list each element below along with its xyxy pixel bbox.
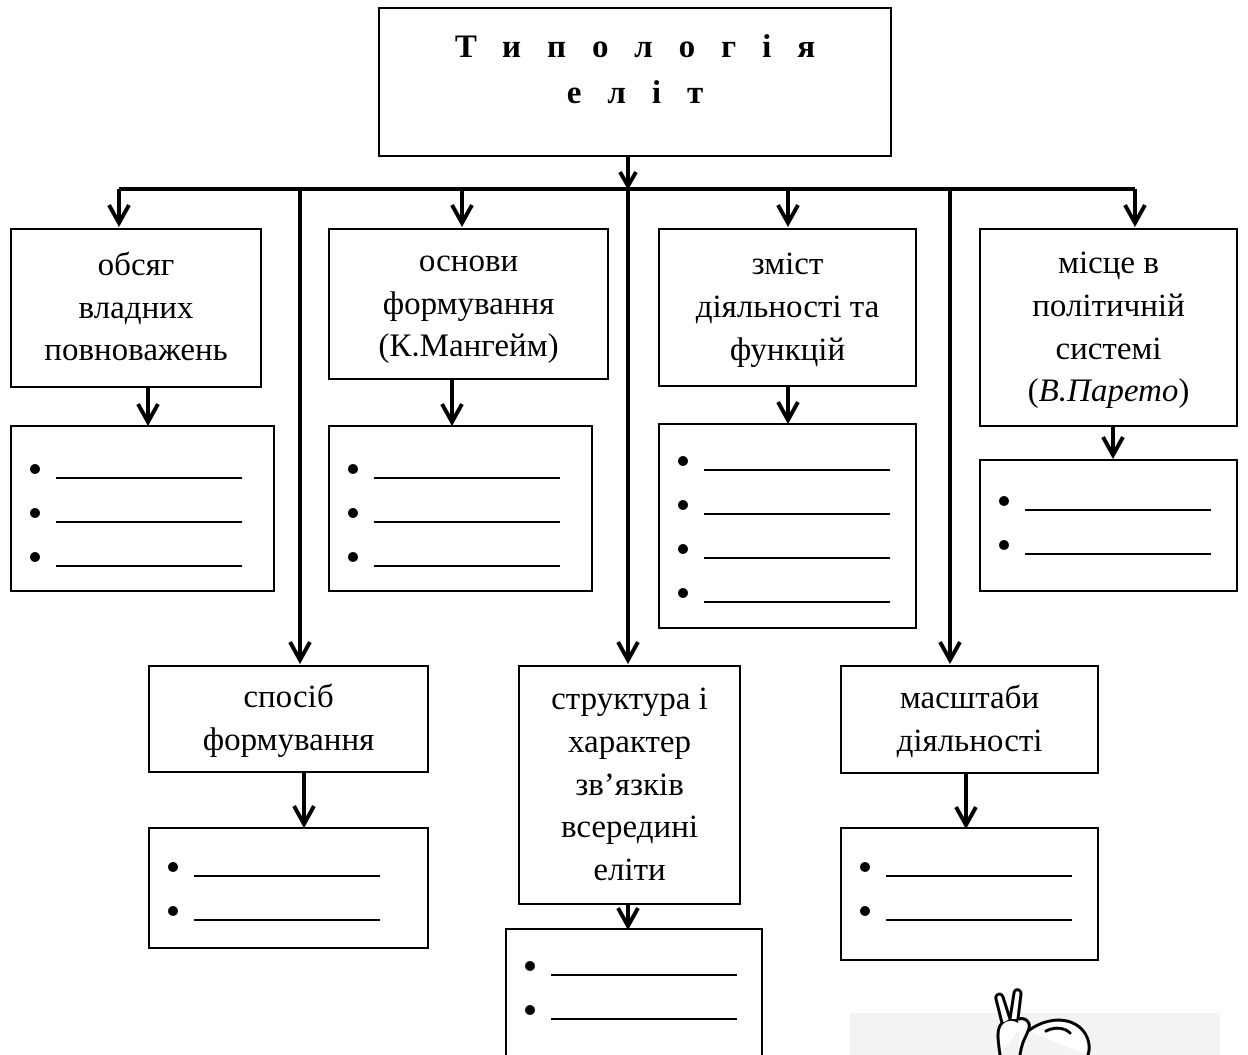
bullet-icon: [30, 508, 40, 518]
bullet-icon: [860, 862, 870, 872]
category-label-basis: основи формування (К.Мангейм): [378, 242, 559, 365]
answer-list-basis: [328, 425, 593, 592]
blank-answer-line[interactable]: [886, 875, 1072, 877]
category-box-method: спосіб формування: [148, 665, 429, 773]
bullet-icon: [860, 906, 870, 916]
answer-item: [330, 447, 591, 491]
category-box-structure: структура і характер зв’язків всередині …: [518, 665, 741, 905]
blank-answer-line[interactable]: [704, 601, 890, 603]
answer-item: [981, 523, 1236, 567]
answer-item: [330, 491, 591, 535]
bullet-icon: [678, 544, 688, 554]
category-label-content: зміст діяльності та функцій: [695, 246, 880, 368]
answer-item: [330, 535, 591, 579]
answer-item: [981, 479, 1236, 523]
category-label-place-author: В.Парето: [1038, 373, 1179, 410]
bullet-icon: [678, 588, 688, 598]
diagram-title-line-2: еліт: [566, 75, 730, 111]
answer-item: [842, 889, 1097, 933]
blank-answer-line[interactable]: [194, 919, 380, 921]
category-label-place-close: ): [1178, 373, 1190, 410]
answer-item: [150, 845, 427, 889]
bullet-icon: [525, 961, 535, 971]
answer-item: [660, 483, 915, 527]
answer-item: [842, 845, 1097, 889]
answer-items-basis: [330, 447, 591, 579]
answer-item: [660, 571, 915, 615]
blank-answer-line[interactable]: [374, 565, 560, 567]
answer-item: [507, 988, 761, 1032]
blank-answer-line[interactable]: [551, 1018, 737, 1020]
answer-item: [12, 491, 273, 535]
bullet-icon: [678, 500, 688, 510]
category-label-place-main: місце в політичній системі (: [1027, 244, 1185, 410]
category-box-volume: обсяг владних повноважень: [10, 228, 262, 388]
category-label-place: місце в політичній системі (В.Парето): [1028, 242, 1190, 414]
category-box-basis: основи формування (К.Мангейм): [328, 228, 609, 380]
blank-answer-line[interactable]: [56, 521, 242, 523]
answer-list-scale: [840, 827, 1099, 961]
bullet-icon: [30, 464, 40, 474]
answer-item: [660, 527, 915, 571]
bullet-icon: [348, 464, 358, 474]
answer-item: [12, 535, 273, 579]
answer-items-structure: [507, 944, 761, 1032]
answer-items-volume: [12, 447, 273, 579]
blank-answer-line[interactable]: [56, 565, 242, 567]
answer-item: [12, 447, 273, 491]
blank-answer-line[interactable]: [704, 557, 890, 559]
answer-item: [660, 439, 915, 483]
answer-item: [507, 944, 761, 988]
answer-item: [150, 889, 427, 933]
category-label-structure: структура і характер зв’язків всередині …: [551, 680, 708, 889]
blank-answer-line[interactable]: [194, 875, 380, 877]
bullet-icon: [999, 540, 1009, 550]
blank-answer-line[interactable]: [886, 919, 1072, 921]
category-label-scale: масштаби діяльності: [896, 679, 1043, 759]
diagram-title-box: Типологія еліт: [378, 7, 892, 157]
answer-items-method: [150, 845, 427, 933]
blank-answer-line[interactable]: [551, 974, 737, 976]
blank-answer-line[interactable]: [704, 513, 890, 515]
answer-items-scale: [842, 845, 1097, 933]
answer-list-place: [979, 459, 1238, 592]
answer-items-place: [981, 479, 1236, 567]
bullet-icon: [30, 552, 40, 562]
category-box-scale: масштаби діяльності: [840, 665, 1099, 774]
blank-answer-line[interactable]: [374, 477, 560, 479]
diagram-title-line-1: Типологія: [454, 29, 842, 65]
answer-list-volume: [10, 425, 275, 592]
answer-list-content: [658, 423, 917, 629]
bullet-icon: [348, 552, 358, 562]
bullet-icon: [348, 508, 358, 518]
blank-answer-line[interactable]: [704, 469, 890, 471]
blank-answer-line[interactable]: [56, 477, 242, 479]
bullet-icon: [168, 862, 178, 872]
answer-items-content: [660, 439, 915, 615]
bullet-icon: [678, 456, 688, 466]
answer-list-structure: [505, 928, 763, 1055]
bullet-icon: [525, 1005, 535, 1015]
answer-list-method: [148, 827, 429, 949]
category-label-volume: обсяг владних повноважень: [44, 246, 228, 369]
bullet-icon: [168, 906, 178, 916]
category-label-method: спосіб формування: [202, 679, 375, 758]
hand-peace-sign-icon: [850, 988, 1220, 1055]
blank-answer-line[interactable]: [1025, 553, 1211, 555]
category-box-content: зміст діяльності та функцій: [658, 228, 917, 387]
bullet-icon: [999, 496, 1009, 506]
blank-answer-line[interactable]: [374, 521, 560, 523]
blank-answer-line[interactable]: [1025, 509, 1211, 511]
category-box-place: місце в політичній системі (В.Парето): [979, 228, 1238, 427]
